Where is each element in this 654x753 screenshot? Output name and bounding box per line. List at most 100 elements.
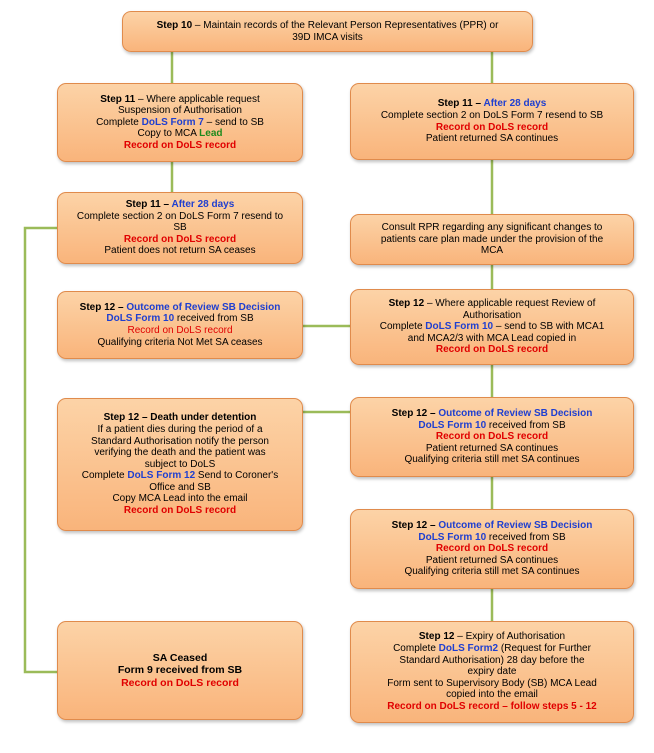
box-text: – send to SB with MCA1 (493, 321, 605, 333)
step-label: Step 11 (125, 199, 161, 211)
step12-death-under-detention-box: Step 12 – Death under detention If a pat… (57, 398, 303, 531)
box-text: received from SB (486, 419, 566, 431)
box-text: patients care plan made under the provis… (380, 233, 604, 245)
box-text: expiry date (467, 666, 517, 678)
step-highlight: Outcome of Review SB Decision (126, 301, 281, 313)
box-text: subject to DoLS (144, 458, 216, 470)
record-note: Record on DoLS record (123, 505, 237, 517)
box-text: received from SB (486, 531, 566, 543)
box-text: Authorisation (462, 309, 522, 321)
step-highlight: Outcome of Review SB Decision (438, 408, 593, 420)
step-label: Step 12 (391, 408, 428, 420)
record-note: Record on DoLS record (127, 325, 233, 336)
box-text: Qualifying criteria still met SA continu… (404, 566, 580, 578)
step11-after-28-days-left-box: Step 11 – After 28 days Complete section… (57, 192, 303, 264)
box-text: Patient returned SA continues (425, 133, 559, 145)
box-text: received from SB (174, 313, 254, 325)
box-line: Complete DoLS Form 10 – send to SB with … (380, 321, 605, 333)
step-label: Step 12 (418, 631, 455, 643)
box-text: copied into the email (446, 689, 538, 701)
record-note: Record on DoLS record (435, 344, 549, 356)
box-line: DoLS Form 10 received from SB (418, 532, 565, 544)
form-reference: DoLS Form 10 (106, 313, 175, 325)
box-text: – send to SB (203, 116, 264, 128)
box-text: Send to Coroner's (195, 470, 279, 482)
box-line: Copy to MCA Lead (137, 128, 222, 140)
step-label: Step 12 – Death under detention (103, 412, 257, 424)
box-text: Complete section 2 on DoLS Form 7 resend… (380, 109, 604, 121)
box-text: Complete (379, 321, 426, 333)
record-note: Record on DoLS record (123, 139, 237, 151)
box-text: Standard Authorisation) 28 day before th… (399, 654, 585, 666)
form-reference: DoLS Form 7 (141, 116, 204, 128)
box-text: 39D IMCA visits (292, 31, 363, 43)
form-reference: DoLS Form 10 (418, 419, 487, 431)
step-label: Step 12 (388, 298, 425, 310)
form-reference: DoLS Form 10 (418, 531, 487, 543)
box-line: Complete DoLS Form 12 Send to Coroner's (82, 470, 278, 482)
box-line: Step 10 – Maintain records of the Releva… (157, 20, 499, 32)
box-text: Form 9 received from SB (117, 664, 243, 677)
step-label: Step 10 (156, 19, 193, 31)
box-text: verifying the death and the patient was (94, 447, 266, 459)
box-text: Qualifying criteria still met SA continu… (404, 454, 580, 466)
consult-rpr-box: Consult RPR regarding any significant ch… (350, 214, 634, 265)
box-text: – Maintain records of the Relevant Perso… (192, 19, 499, 31)
box-line: DoLS Form 10 received from SB (418, 420, 565, 432)
record-note: Record on DoLS record (123, 233, 237, 245)
box-text: Copy to MCA (137, 128, 200, 140)
box-text: Qualifying criteria Not Met SA ceases (97, 336, 263, 348)
box-line: Step 12 – Outcome of Review SB Decision (392, 408, 593, 420)
box-text: Complete (393, 643, 439, 655)
connector-left-rail (23, 226, 57, 674)
box-line: Complete DoLS Form 7 – send to SB (96, 117, 264, 129)
box-text: Standard Authorisation notify the person (91, 435, 269, 447)
form-reference: DoLS Form2 (438, 643, 499, 655)
box-text: Suspension of Authorisation (118, 105, 242, 117)
box-line: Step 12 – Expiry of Authorisation (419, 631, 565, 643)
box-title: SA Ceased (152, 651, 208, 664)
record-note: Record on DoLS record (435, 431, 549, 443)
lead-label: Lead (199, 128, 223, 140)
step-label: Step 11 (437, 98, 473, 110)
box-text: Consult RPR regarding any significant ch… (381, 222, 603, 234)
record-note: Record on DoLS record (435, 543, 549, 555)
box-text: SB (173, 222, 187, 234)
sa-ceased-box: SA Ceased Form 9 received from SB Record… (57, 621, 303, 720)
box-text: – (427, 408, 439, 420)
box-line: Step 12 – Outcome of Review SB Decision (80, 302, 281, 314)
box-text: Complete section 2 on DoLS Form 7 resend… (76, 210, 284, 222)
box-text: – (472, 98, 484, 110)
box-line: Step 11 – After 28 days (438, 98, 547, 110)
step-label: Step 12 (79, 301, 116, 313)
box-text: and MCA2/3 with MCA Lead copied in (407, 332, 577, 344)
box-text: – Where applicable request (135, 93, 260, 105)
step12-request-review-box: Step 12 – Where applicable request Revie… (350, 289, 634, 365)
box-text: Office and SB (149, 481, 211, 493)
box-text: Patient does not return SA ceases (104, 245, 256, 257)
box-text: – (160, 199, 172, 211)
step11-suspension-box: Step 11 – Where applicable request Suspe… (57, 83, 303, 162)
box-text: – Where applicable request Review of (424, 298, 596, 310)
box-text: Copy MCA Lead into the email (112, 493, 248, 505)
record-note: Record on DoLS record (121, 676, 239, 689)
step12-outcome-continues-box-2: Step 12 – Outcome of Review SB Decision … (350, 509, 634, 589)
box-line: Step 12 – Outcome of Review SB Decision (392, 520, 593, 532)
box-line: Step 12 – Where applicable request Revie… (389, 298, 596, 310)
step-highlight: After 28 days (171, 199, 235, 211)
box-text: – (427, 520, 439, 532)
step-label: Step 12 (391, 520, 428, 532)
step12-expiry-box: Step 12 – Expiry of Authorisation Comple… (350, 621, 634, 723)
step-label: Step 11 (100, 93, 136, 105)
box-line: Step 11 – Where applicable request (100, 94, 260, 106)
box-text: If a patient dies during the period of a (97, 423, 263, 435)
box-text: Complete (96, 116, 142, 128)
record-note: Record on DoLS record – follow steps 5 -… (387, 700, 597, 712)
form-reference: DoLS Form 10 (425, 321, 494, 333)
box-text: (Request for Further (498, 643, 591, 655)
box-line: DoLS Form 10 received from SB (106, 313, 253, 325)
box-text: – (115, 301, 127, 313)
box-line: Complete DoLS Form2 (Request for Further (393, 643, 591, 655)
record-note: Record on DoLS record (435, 121, 549, 133)
